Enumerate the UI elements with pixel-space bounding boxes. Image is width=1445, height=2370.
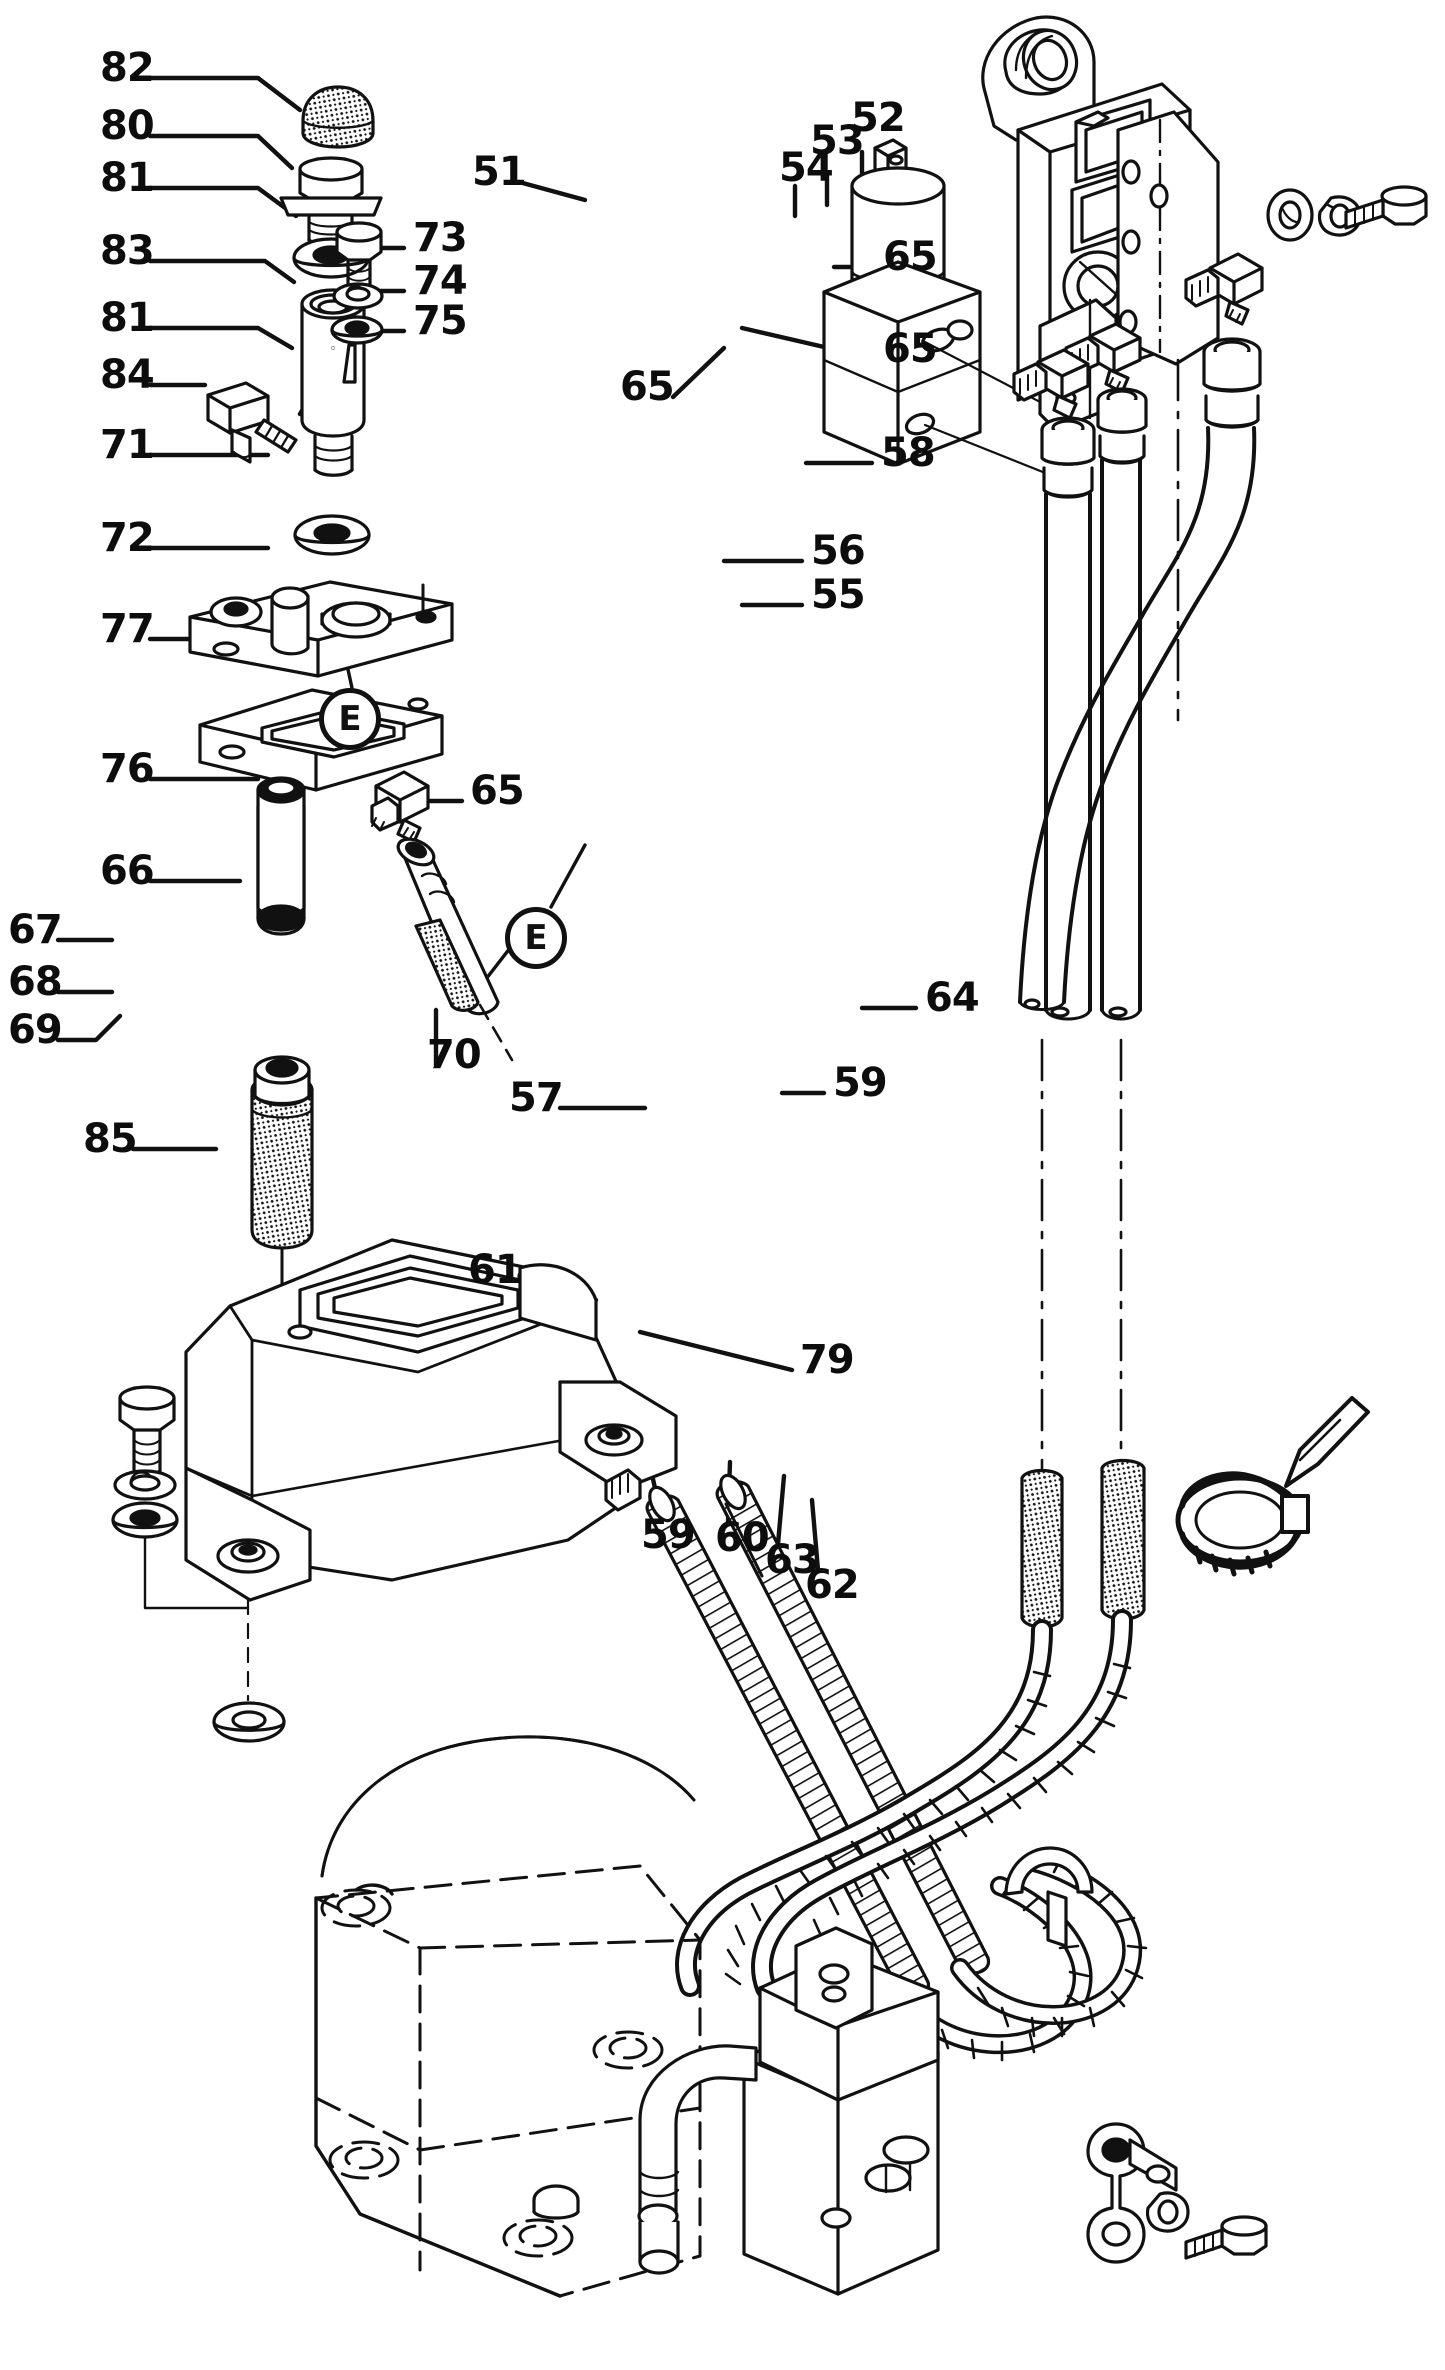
leader-lines-left (55, 75, 303, 1152)
part-80-hex-plug (279, 156, 383, 247)
callout-54: 54 (779, 145, 834, 191)
callout-58: 58 (881, 430, 936, 476)
callout-79: 79 (800, 1337, 855, 1383)
callout-77: 77 (100, 606, 155, 652)
callout-57: 57 (509, 1075, 564, 1121)
callout-75: 75 (413, 298, 468, 344)
callout-69: 69 (8, 1007, 63, 1053)
part-74-spring-washer (332, 282, 384, 310)
callout-51: 51 (472, 149, 527, 195)
callout-76: 76 (100, 746, 155, 792)
part-52-hex-bolt (1344, 185, 1428, 230)
part-76-connector-nipple (250, 1055, 314, 1302)
callout-65-left-of-valve: 65 (620, 364, 675, 410)
part-67-hex-bolt (118, 1385, 176, 1485)
part-61-transmission-housing (314, 1735, 702, 2298)
part-77-spacer-tube (256, 776, 306, 936)
hose-56 (1044, 492, 1092, 1021)
hose-55 (1100, 458, 1142, 1021)
callout-55: 55 (811, 572, 866, 618)
part-62-hex-bolt (1184, 2215, 1268, 2260)
part-66-valve-cover (184, 1238, 678, 1602)
callout-83: 83 (100, 228, 155, 274)
part-65d-elbow-fittings (1012, 322, 1142, 420)
callout-68: 68 (8, 959, 63, 1005)
control-lever-bracket-assembly (981, 15, 1220, 432)
hose-sleeve-59-upper (1020, 1458, 1146, 1629)
part-61-housing-solid-edges (314, 1735, 696, 2298)
part-82-boot-cap (301, 85, 375, 149)
callout-65-right: 65 (883, 326, 938, 372)
callout-70: 70 (427, 1032, 482, 1078)
callout-84: 84 (100, 352, 155, 398)
part-71-mounting-plate (188, 381, 454, 678)
callout-72: 72 (100, 515, 155, 561)
callout-73: 73 (413, 215, 468, 261)
part-68-spring-washer (113, 1469, 177, 1501)
centre-lines (1040, 358, 1180, 1502)
part-63-spring-washer (1145, 2191, 1190, 2233)
callout-81-upper: 81 (100, 155, 155, 201)
part-79-hose-bracket (1004, 1846, 1094, 1948)
callout-80: 80 (100, 103, 155, 149)
part-54-plain-washer (1266, 188, 1314, 242)
callout-62: 62 (805, 1562, 860, 1608)
callout-74: 74 (413, 258, 468, 304)
callout-60: 60 (715, 1515, 770, 1561)
callout-82: 82 (100, 45, 155, 91)
part-65a-elbow-fitting (1184, 252, 1264, 326)
callout-63: 63 (765, 1537, 820, 1583)
callout-85: 85 (83, 1116, 138, 1162)
callout-56: 56 (811, 528, 866, 574)
callout-66: 66 (100, 848, 155, 894)
part-65b-hose-fitting (1202, 337, 1262, 429)
bottom-valve-block (532, 1926, 940, 2296)
part-60-clamp-bracket (1086, 2122, 1178, 2264)
part-70-set-screw (604, 1468, 642, 1512)
hose-58 (1018, 426, 1257, 1011)
part-69-plain-washer (111, 1501, 179, 1539)
part-73-hex-bolt (335, 221, 383, 302)
part-53-spring-washer (1317, 195, 1362, 237)
callout-64: 64 (925, 975, 980, 1021)
part-85-flat-washer (212, 1598, 286, 1743)
callout-59-upper: 59 (833, 1060, 888, 1106)
callout-52: 52 (851, 95, 906, 141)
part-64-hose-clamp (1175, 1396, 1370, 1577)
part-65c-elbow-fitting (370, 770, 430, 844)
hose-65c-to-housing (396, 837, 514, 1062)
hose-end-nuts (1040, 387, 1148, 499)
callout-67: 67 (8, 907, 63, 953)
callout-81-lower: 81 (100, 295, 155, 341)
hose-loops-bottom (675, 1609, 1148, 2062)
reference-mark-e-lower: E (505, 907, 567, 969)
callout-61: 61 (468, 1247, 523, 1293)
callout-71: 71 (100, 422, 155, 468)
callout-53: 53 (810, 118, 865, 164)
callout-65-mid: 65 (470, 768, 525, 814)
reference-mark-e-upper: E (319, 688, 381, 750)
callout-65-upper-right: 65 (883, 234, 938, 280)
callout-59-lower: 59 (641, 1512, 696, 1558)
part-75-plain-washer (330, 315, 384, 345)
